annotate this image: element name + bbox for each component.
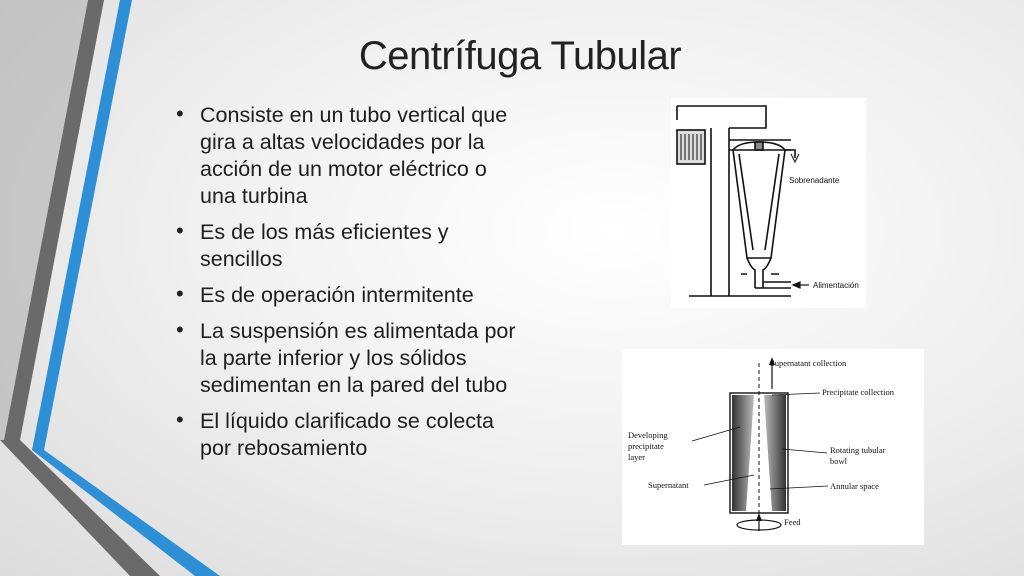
bullet-dot-icon: • <box>176 101 184 126</box>
label-annular-space: Annular space <box>830 481 879 491</box>
label-layer: layer <box>628 452 645 462</box>
centrifuge-drawing: Sobrenadante Alimentación <box>676 105 859 297</box>
slide-title: Centrífuga Tubular <box>358 34 682 78</box>
label-rotating-tubular: Rotating tubular <box>830 445 886 455</box>
label-alimentacion: Alimentación <box>813 281 859 290</box>
bullet-text: Es de operación intermitente <box>200 283 474 307</box>
bullet-text: Es de los más eficientes y sencillos <box>200 220 449 271</box>
bullet-dot-icon: • <box>176 218 184 243</box>
bullet-item: • Es de los más eficientes y sencillos <box>174 218 524 273</box>
bullet-text: El líquido clarificado se colecta por re… <box>200 409 494 460</box>
bullet-dot-icon: • <box>176 317 184 342</box>
bullet-text: La suspensión es alimentada por la parte… <box>200 319 516 397</box>
label-feed: Feed <box>784 517 801 527</box>
label-supernatant: Supernatant <box>648 480 689 490</box>
label-sobrenadante: Sobrenadante <box>789 176 840 185</box>
centrifuge-diagram-top: Sobrenadante Alimentación <box>671 98 866 308</box>
label-developing: Developing <box>628 430 668 440</box>
bullet-dot-icon: • <box>176 407 184 432</box>
label-precipitate: precipitate <box>628 441 664 451</box>
label-supernatant-collection: Supernatant collection <box>770 358 847 368</box>
bullet-item: • Consiste en un tubo vertical que gira a… <box>174 101 524 210</box>
centrifuge-diagram-bottom: Supernatant collection Precipitate colle… <box>622 349 924 545</box>
bullet-item: • El líquido clarificado se colecta por r… <box>174 407 524 462</box>
bullet-item: • Es de operación intermitente <box>174 281 524 309</box>
bullet-dot-icon: • <box>176 281 184 306</box>
bullet-list: • Consiste en un tubo vertical que gira a… <box>174 101 524 471</box>
bullet-text: Consiste en un tubo vertical que gira a … <box>200 103 508 208</box>
tubular-bowl-drawing: Supernatant collection Precipitate colle… <box>628 357 895 531</box>
bullet-item: • La suspensión es alimentada por la part… <box>174 317 524 399</box>
label-bowl: bowl <box>830 456 848 466</box>
label-precipitate-collection: Precipitate collection <box>822 387 895 397</box>
